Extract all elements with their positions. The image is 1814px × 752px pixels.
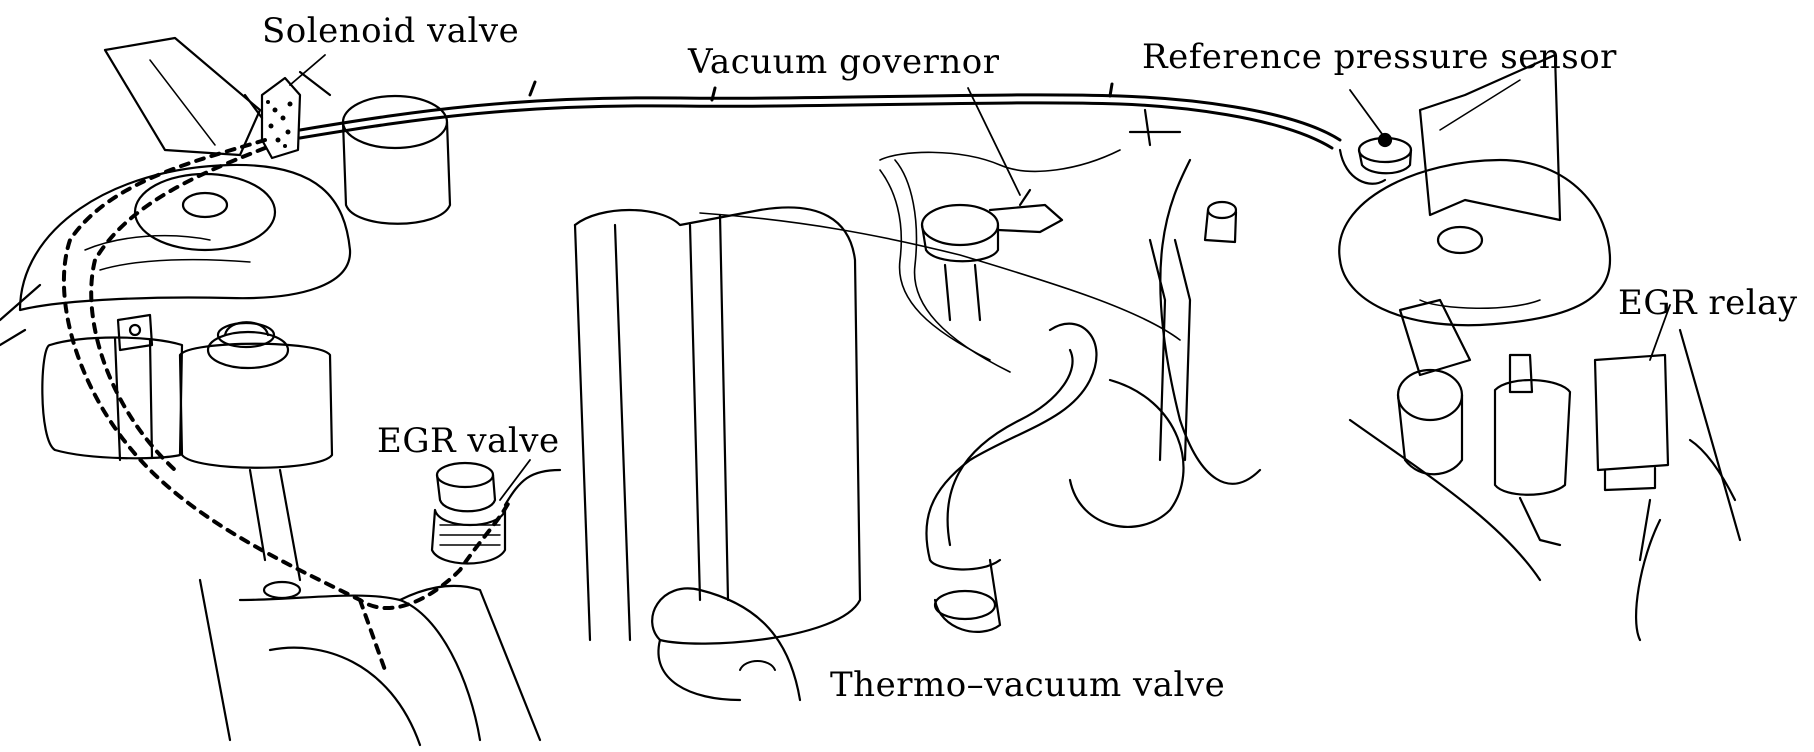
leader-lines xyxy=(289,54,1671,501)
leader-vacuum-governor xyxy=(967,87,1021,196)
label-reference-pressure-sensor: Reference pressure sensor xyxy=(1142,37,1617,77)
thermo-vacuum-valve xyxy=(925,322,1098,633)
left-fender-bracket xyxy=(103,36,262,157)
hose-loop xyxy=(1068,158,1262,528)
label-solenoid-valve: Solenoid valve xyxy=(262,11,520,51)
dashed-vacuum-routing xyxy=(62,138,512,672)
leader-egr-valve xyxy=(499,459,531,501)
rocker-cover xyxy=(573,206,862,702)
reference-pressure-sensor xyxy=(1338,132,1413,185)
egr-valve xyxy=(430,461,562,565)
top-harness xyxy=(298,80,1342,150)
vacuum-governor xyxy=(920,188,1064,322)
right-strut-tower xyxy=(1338,158,1612,327)
label-thermo-vacuum-valve: Thermo–vacuum valve xyxy=(830,665,1226,705)
leader-reference-sensor xyxy=(1349,89,1386,139)
label-egr-valve: EGR valve xyxy=(377,421,560,461)
leader-solenoid xyxy=(289,54,326,86)
coolant-reservoir xyxy=(178,321,334,469)
label-vacuum-governor: Vacuum governor xyxy=(688,42,1000,82)
right-fender-bracket xyxy=(1418,53,1562,222)
lower-intake-duct xyxy=(198,468,542,747)
leader-egr-relay xyxy=(1649,304,1671,361)
air-intake-hose xyxy=(41,313,184,462)
governor-hoses xyxy=(699,108,1182,373)
egr-relay-cluster xyxy=(1348,298,1742,642)
left-strut-tower xyxy=(0,163,352,347)
label-egr-relay: EGR relay xyxy=(1618,283,1798,323)
